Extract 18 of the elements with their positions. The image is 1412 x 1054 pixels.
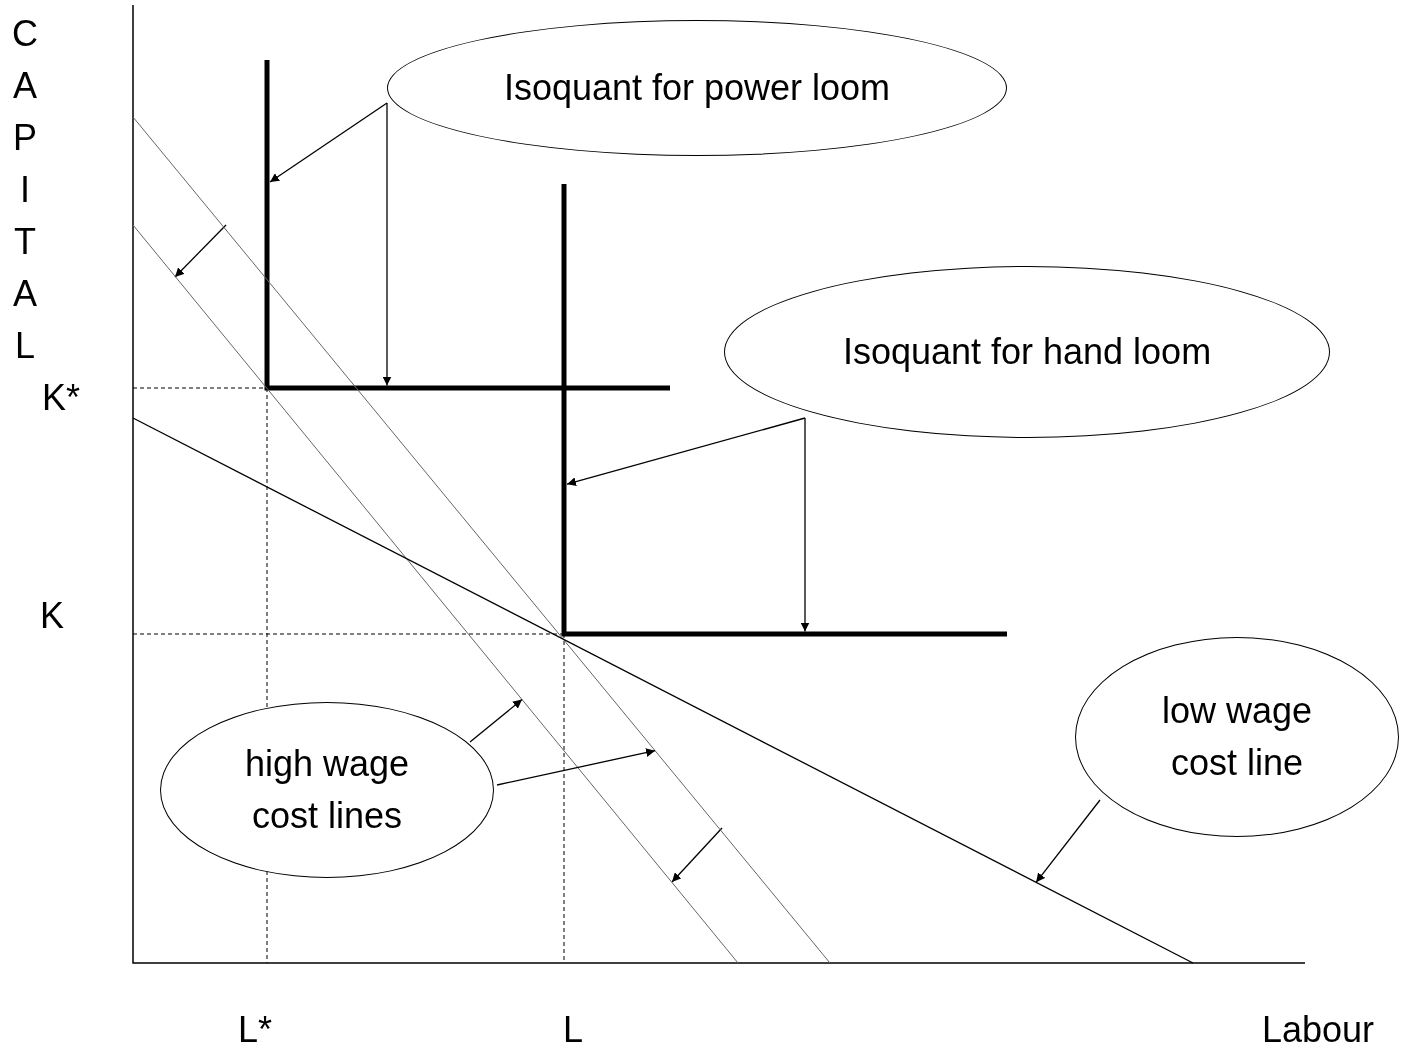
tick-label: K (40, 596, 64, 636)
leader-arrow (469, 698, 523, 743)
axis-label: Labour (1262, 1010, 1375, 1050)
callout-text: Isoquant for power loom (503, 66, 891, 110)
leader-arrow (1035, 799, 1101, 883)
leader-arrow (800, 417, 810, 633)
leader-arrow (496, 748, 656, 786)
callout-text: low wage cost line (1160, 689, 1314, 785)
high-wage-cost-line (132, 116, 831, 964)
leader-arrow (269, 102, 388, 183)
axis-label: CAPITAL (11, 12, 39, 368)
tick-label: K* (42, 378, 81, 418)
callout-text: high wage cost lines (243, 742, 411, 838)
leader-arrow (566, 417, 806, 487)
callout-text: Isoquant for hand loom (842, 330, 1212, 374)
leader-arrow (382, 102, 392, 387)
tick-label: L* (238, 1010, 273, 1050)
tick-label: L (563, 1010, 584, 1050)
